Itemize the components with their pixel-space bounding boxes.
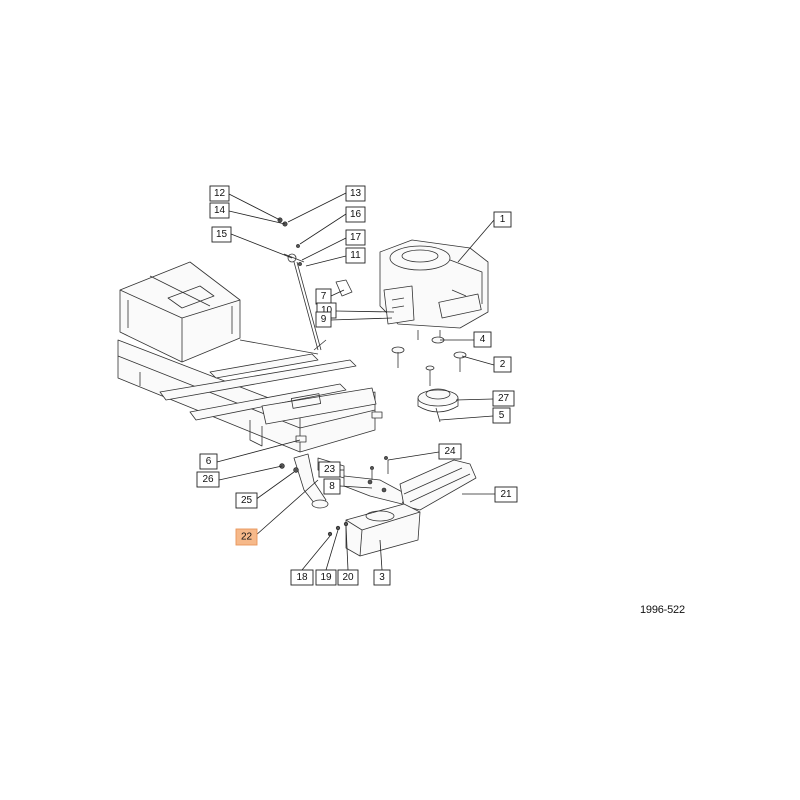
pulley	[417, 365, 459, 423]
callout-7-label: 7	[321, 291, 327, 302]
callout-12-label: 12	[214, 188, 226, 199]
callout-25: 25	[235, 492, 258, 509]
callout-10-label: 10	[321, 305, 333, 316]
callout-13-label: 13	[350, 188, 362, 199]
callout-25-label: 25	[241, 495, 253, 506]
callout-13: 13	[345, 185, 366, 202]
callout-17: 17	[345, 229, 366, 246]
frame-housing	[119, 261, 241, 363]
callout-23-label: 23	[324, 464, 336, 475]
callout-18: 18	[290, 569, 314, 586]
linkage-rod	[277, 217, 353, 351]
callout-27-label: 27	[498, 393, 510, 404]
callout-24: 24	[438, 443, 462, 460]
callout-19-label: 19	[320, 572, 332, 583]
muffler-shield	[399, 459, 477, 511]
callout-26-label: 26	[202, 474, 214, 485]
callout-6: 6	[199, 453, 218, 470]
callout-19: 19	[315, 569, 337, 586]
callout-5-label: 5	[499, 410, 505, 421]
callout-11: 11	[345, 247, 366, 264]
callout-16: 16	[345, 206, 366, 223]
callout-2: 2	[493, 356, 512, 373]
leader-lines	[216, 192, 495, 571]
chassis-rails	[117, 339, 383, 453]
muffler	[345, 503, 421, 557]
engine-mounts	[391, 336, 467, 372]
callout-18-label: 18	[296, 572, 308, 583]
callout-20: 20	[337, 569, 359, 586]
callout-14: 14	[209, 202, 230, 219]
callout-1: 1	[493, 211, 512, 228]
callout-1-label: 1	[500, 214, 506, 225]
callout-2-label: 2	[500, 359, 506, 370]
callout-17-label: 17	[350, 232, 362, 243]
callout-21: 21	[494, 486, 518, 503]
callout-4: 4	[473, 331, 492, 348]
engine	[379, 239, 489, 340]
callout-12: 12	[209, 185, 230, 202]
fasteners	[327, 521, 349, 537]
callout-7: 7	[315, 288, 332, 305]
callout-16-label: 16	[350, 209, 362, 220]
callout-15: 15	[211, 226, 232, 243]
callout-11-label: 11	[350, 250, 361, 261]
callout-15-label: 15	[216, 229, 228, 240]
mounting-bracket	[343, 456, 407, 505]
parts-drawing	[117, 217, 489, 557]
callout-24-label: 24	[444, 446, 456, 457]
callout-21-label: 21	[500, 489, 512, 500]
callout-3: 3	[373, 569, 391, 586]
drawing-code: 1996-522	[640, 604, 685, 616]
callout-22: 22	[235, 528, 258, 546]
callout-4-label: 4	[480, 334, 486, 345]
callout-22-label: 22	[241, 532, 253, 543]
callout-labels: 12 14 15 13 16 17 11 1 7 10 9 4 2 27 5 6…	[196, 185, 518, 586]
callout-6-label: 6	[206, 456, 212, 467]
callout-27: 27	[492, 390, 515, 407]
callout-14-label: 14	[214, 205, 226, 216]
callout-26: 26	[196, 471, 220, 488]
callout-23: 23	[318, 461, 341, 478]
callout-5: 5	[492, 407, 511, 424]
callout-9-label: 9	[321, 314, 327, 325]
callout-9: 9	[315, 311, 332, 328]
callout-3-label: 3	[379, 572, 385, 583]
callout-20-label: 20	[342, 572, 354, 583]
callout-8-label: 8	[329, 481, 335, 492]
callout-8: 8	[323, 478, 341, 495]
